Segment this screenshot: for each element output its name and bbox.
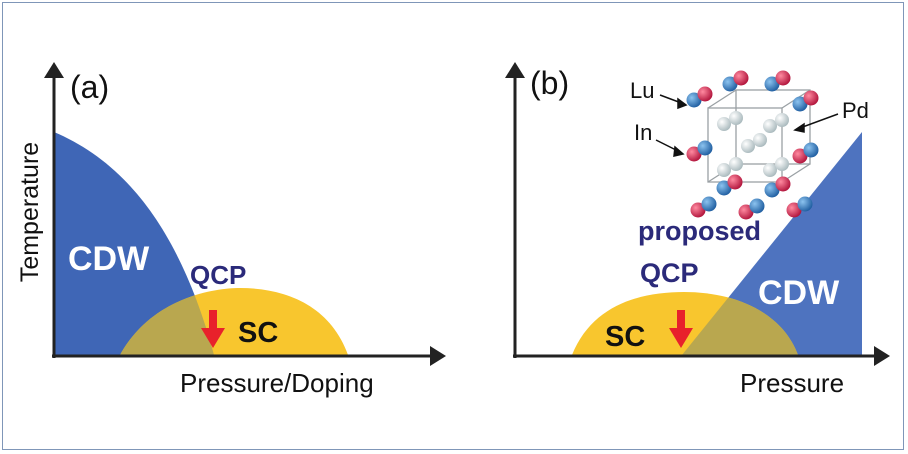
y-axis-arrowhead-a xyxy=(44,62,64,78)
qcp-arrow-a xyxy=(201,310,225,348)
qcp-label-b-line1: proposed xyxy=(638,216,761,246)
crystal-structure: Lu In Pd xyxy=(630,70,869,220)
cdw-label-a: CDW xyxy=(68,240,150,278)
x-axis-arrowhead-a xyxy=(430,346,446,366)
cdw-label-b: CDW xyxy=(758,274,840,312)
qcp-label-a: QCP xyxy=(190,260,246,290)
atom-group xyxy=(686,70,819,220)
atom-label-in: In xyxy=(634,120,652,145)
panel-b: (b) Pressure CDW proposed QCP SC xyxy=(505,62,890,398)
sc-label-b: SC xyxy=(605,321,645,353)
x-axis-label-b: Pressure xyxy=(740,368,844,398)
qcp-arrow-b xyxy=(669,310,693,348)
sc-label-a: SC xyxy=(238,317,278,349)
x-axis-arrowhead-b xyxy=(874,346,890,366)
panel-a: (a) Temperature Pressure/Doping CDW QCP … xyxy=(16,62,446,398)
panel-tag-a: (a) xyxy=(70,69,109,105)
y-axis-arrowhead-b xyxy=(505,62,525,78)
y-axis-label-a: Temperature xyxy=(16,142,44,282)
cdw-region-a xyxy=(54,132,214,355)
atom-label-pd: Pd xyxy=(842,98,869,123)
panel-tag-b: (b) xyxy=(530,65,569,101)
overlap-region-a xyxy=(120,288,214,355)
qcp-label-b-line2: QCP xyxy=(640,258,699,288)
x-axis-label-a: Pressure/Doping xyxy=(180,368,374,398)
atom-label-lu: Lu xyxy=(630,78,654,103)
